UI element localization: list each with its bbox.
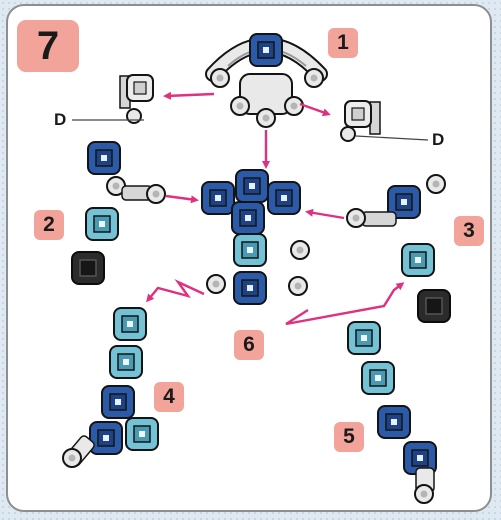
part-6-torso-assembly xyxy=(202,170,309,304)
part-label-1: 1 xyxy=(328,28,358,58)
part-label-6: 6 xyxy=(234,330,264,360)
arrow-torso-to-left-leg xyxy=(148,282,204,300)
arrow-left-arm-to-torso xyxy=(166,196,196,200)
connector-label-left: D xyxy=(54,110,66,130)
part-2-left-arm xyxy=(72,142,165,284)
arrow-head-to-left-d xyxy=(166,94,214,96)
leader-line-d-right xyxy=(356,136,428,140)
connector-label-right: D xyxy=(432,130,444,150)
part-1-head-assembly xyxy=(211,34,323,127)
part-label-5: 5 xyxy=(334,422,364,452)
arrow-right-arm-to-torso xyxy=(308,212,344,218)
part-4-left-leg xyxy=(63,308,158,468)
part-5-right-leg xyxy=(348,322,436,503)
part-label-2: 2 xyxy=(34,210,64,240)
part-3-right-arm xyxy=(347,175,450,322)
part-label-3: 3 xyxy=(454,216,484,246)
assembly-illustration xyxy=(8,6,492,512)
instruction-panel: 7 1 2 3 4 5 6 D D xyxy=(6,4,492,512)
part-label-4: 4 xyxy=(154,382,184,412)
connector-d-right xyxy=(341,101,380,141)
connector-d-left xyxy=(120,75,153,123)
arrow-head-to-right-d xyxy=(300,104,328,114)
step-number-badge: 7 xyxy=(17,20,79,72)
